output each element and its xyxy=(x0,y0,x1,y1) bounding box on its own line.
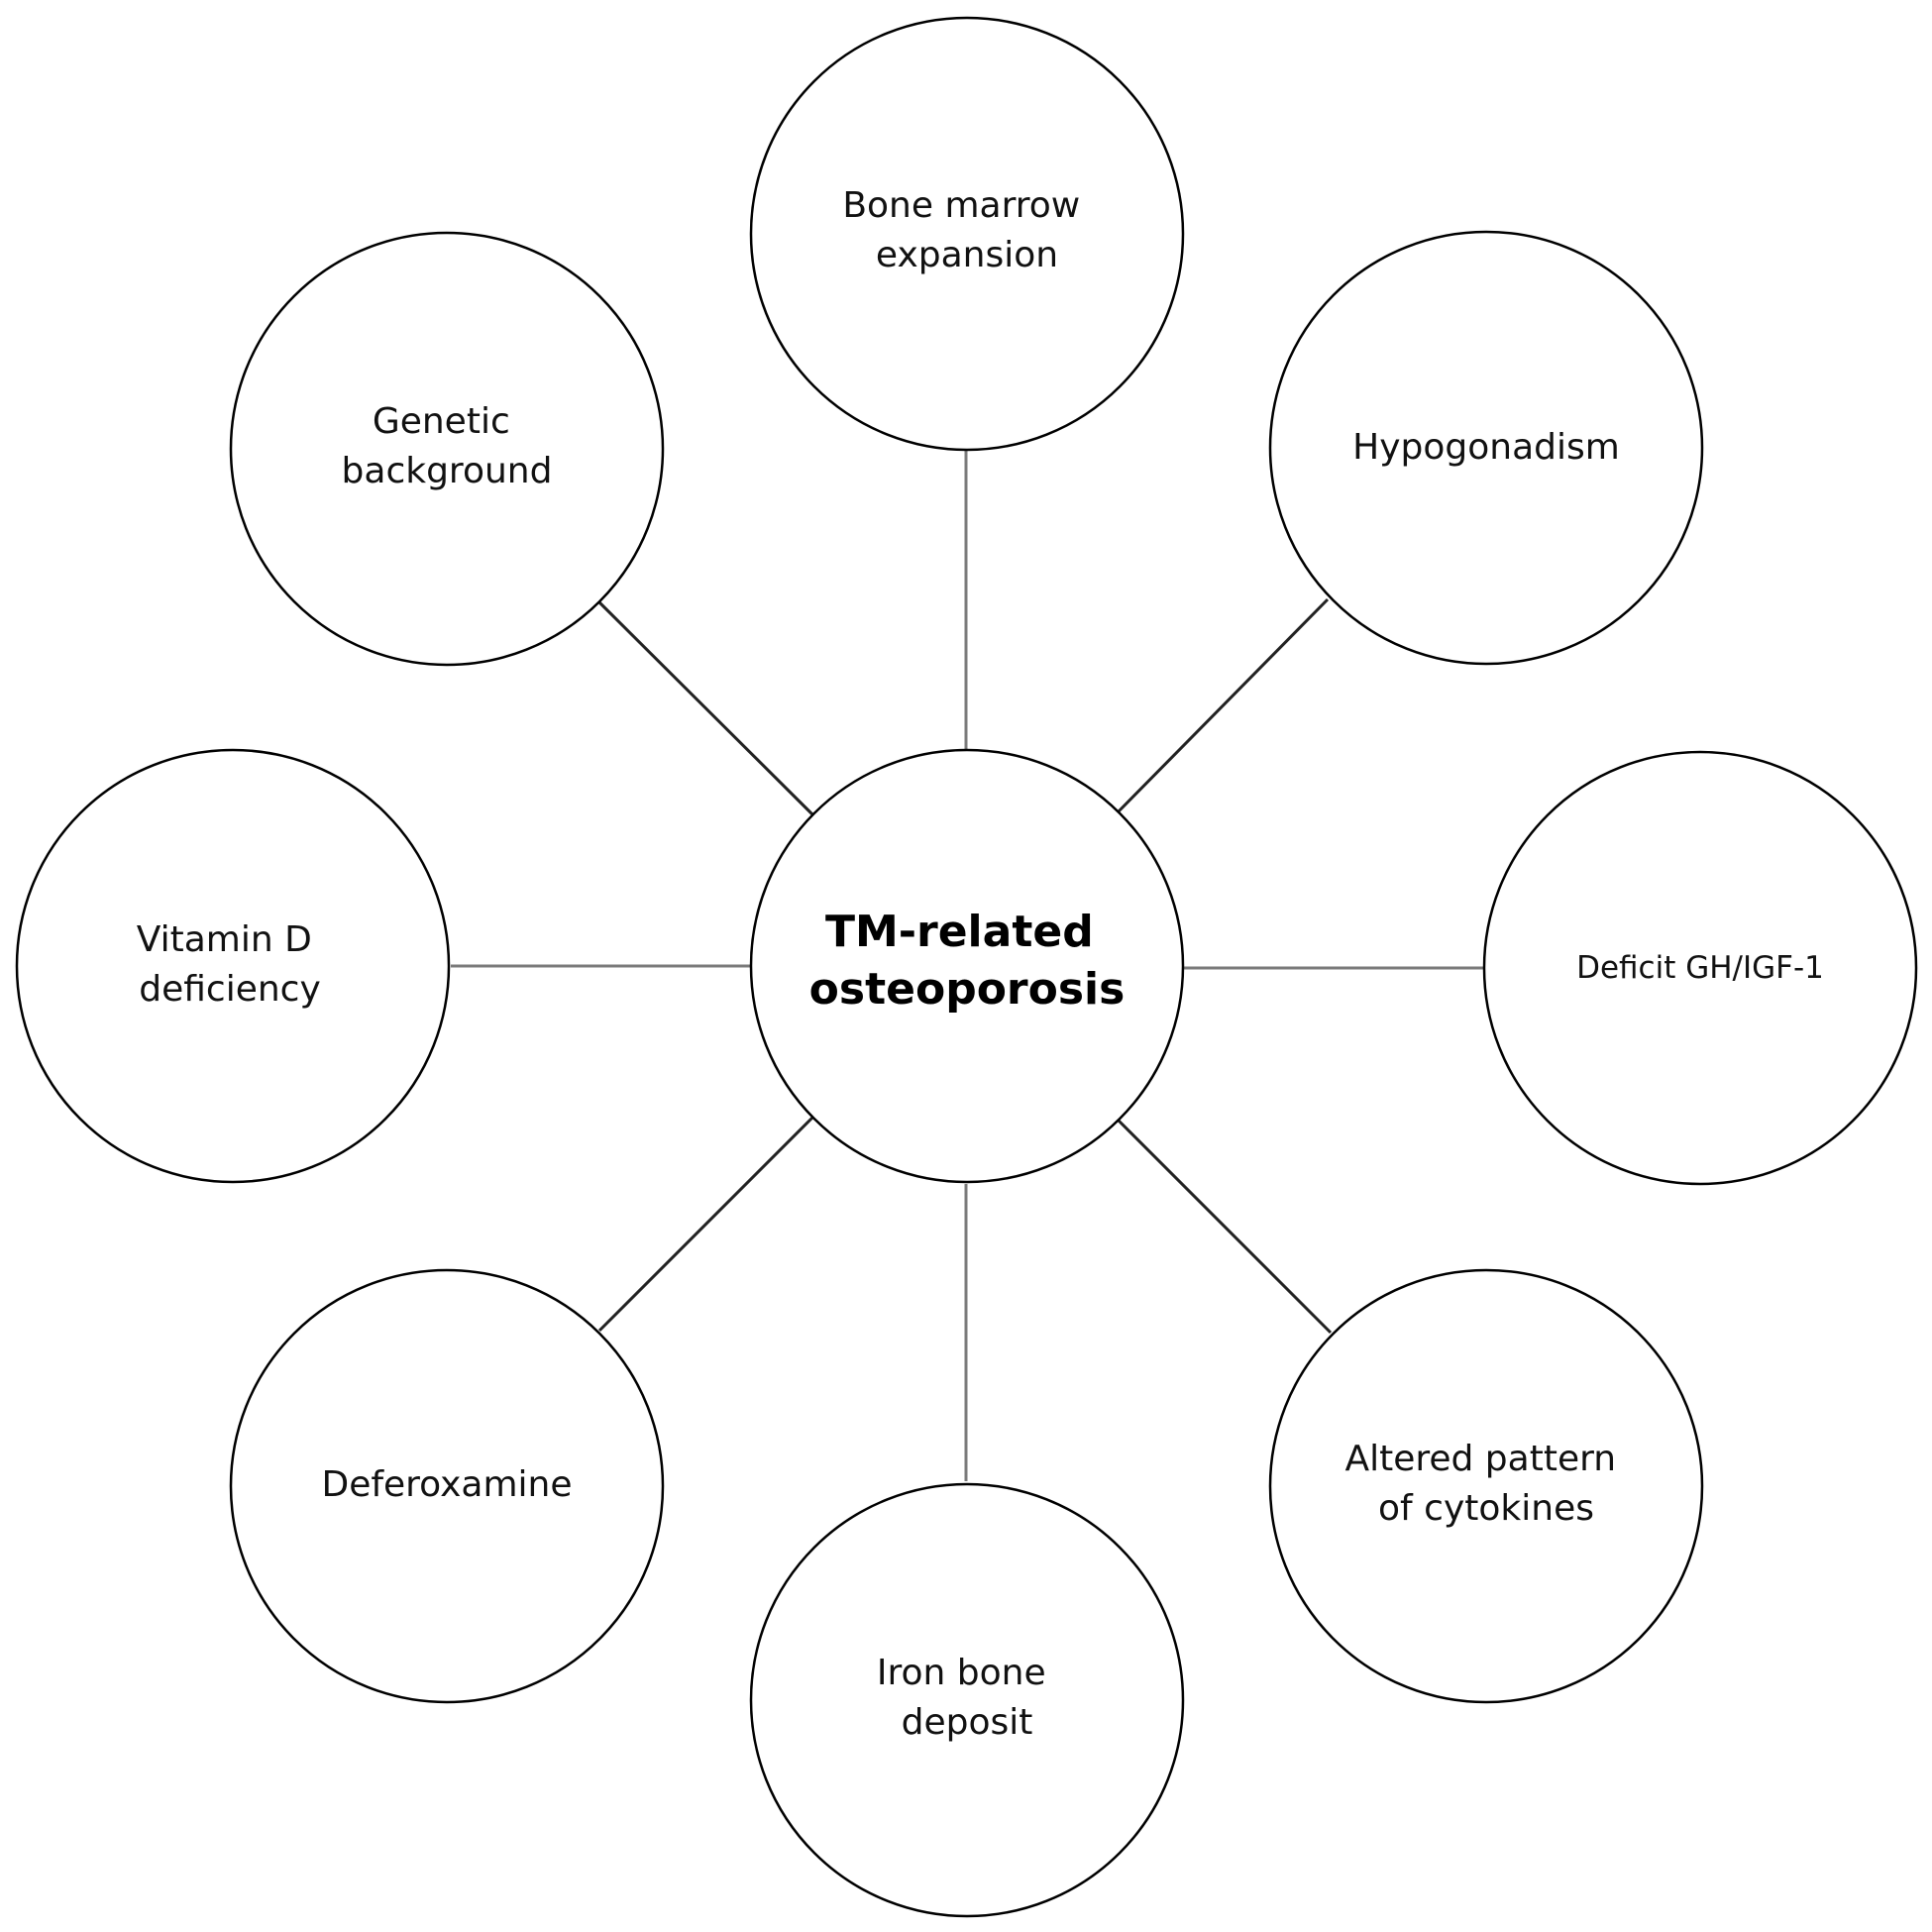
node-label: Deferoxamine xyxy=(321,1464,572,1505)
node-deferoxamine: Deferoxamine xyxy=(229,1268,665,1704)
node-circle xyxy=(749,16,1185,452)
node-label-line-1: Iron bone xyxy=(877,1653,1046,1693)
connectors xyxy=(451,451,1483,1481)
node-label-line-2: deficiency xyxy=(139,969,321,1010)
node-circle xyxy=(229,1268,665,1704)
node-label-line-1: Altered pattern xyxy=(1344,1439,1616,1479)
center-title-line-1: TM-related xyxy=(825,907,1094,957)
node-deficit-gh-igf1: Deficit GH/IGF-1 xyxy=(1482,750,1918,1186)
node-label: Vitamin D deficiency xyxy=(137,919,324,1010)
node-iron-bone-deposit: Iron bone deposit xyxy=(749,1482,1185,1918)
node-circle xyxy=(15,748,451,1184)
node-label-line-1: Vitamin D xyxy=(137,919,312,960)
node-label-line-2: expansion xyxy=(876,235,1058,275)
node-label-line-2: of cytokines xyxy=(1378,1488,1594,1529)
node-label-line-1: Deferoxamine xyxy=(321,1464,572,1505)
center-node: TM-related osteoporosis xyxy=(749,748,1185,1184)
node-label: Altered pattern of cytokines xyxy=(1344,1439,1627,1529)
node-circle xyxy=(1482,750,1918,1186)
node-label-line-1: Genetic xyxy=(373,401,510,442)
center-title: TM-related osteoporosis xyxy=(809,907,1126,1015)
node-label: Hypogonadism xyxy=(1352,427,1620,468)
center-title-line-2: osteoporosis xyxy=(809,964,1126,1015)
node-label: Genetic background xyxy=(342,401,553,491)
node-label: Deficit GH/IGF-1 xyxy=(1576,950,1824,986)
node-label-line-2: deposit xyxy=(902,1702,1033,1743)
node-bone-marrow-expansion: Bone marrow expansion xyxy=(749,16,1185,452)
connector-hypogonadism xyxy=(1116,597,1330,814)
node-label: Iron bone deposit xyxy=(877,1653,1057,1743)
node-label-line-1: Bone marrow xyxy=(842,185,1080,226)
node-circle xyxy=(749,1482,1185,1918)
node-label-line-2: background xyxy=(342,451,553,491)
node-altered-cytokines: Altered pattern of cytokines xyxy=(1268,1268,1704,1704)
node-circle xyxy=(1268,230,1704,666)
node-vitamin-d-deficiency: Vitamin D deficiency xyxy=(15,748,451,1184)
node-genetic-background: Genetic background xyxy=(229,231,665,667)
node-hypogonadism: Hypogonadism xyxy=(1268,230,1704,666)
node-circle xyxy=(1268,1268,1704,1704)
node-circle xyxy=(229,231,665,667)
node-label-line-1: Deficit GH/IGF-1 xyxy=(1576,950,1824,986)
center-circle xyxy=(749,748,1185,1184)
connector-cytokines xyxy=(1116,1118,1333,1335)
node-label-line-1: Hypogonadism xyxy=(1352,427,1620,468)
connector-deferoxamine xyxy=(597,1116,814,1333)
node-label: Bone marrow expansion xyxy=(842,185,1091,275)
connector-genetic xyxy=(597,600,814,816)
